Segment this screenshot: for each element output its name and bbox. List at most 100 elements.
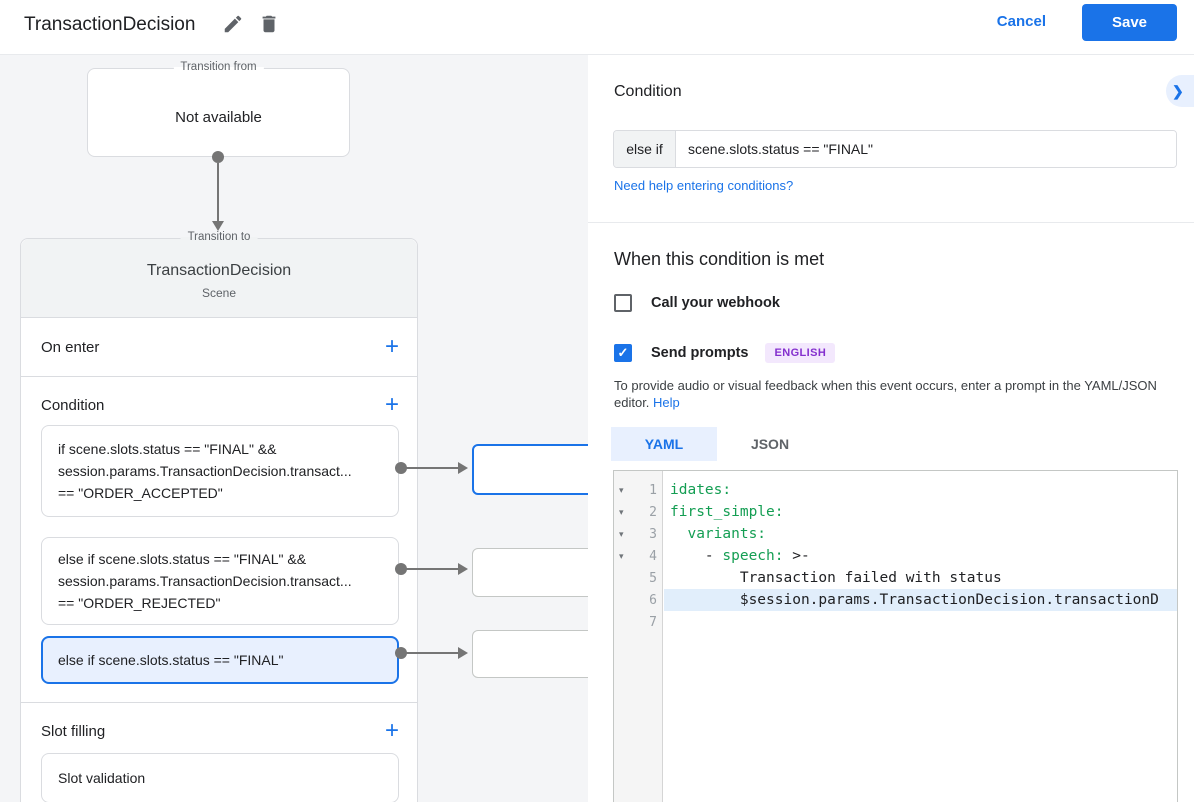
connector-line [401,568,458,570]
fold-icon[interactable]: ▾ [619,550,624,561]
scene-name: TransactionDecision [146,262,292,279]
slot-validation-card[interactable]: Slot validation [41,753,399,802]
when-condition-met-title: When this condition is met [614,249,825,269]
on-enter-section: On enter + [21,318,417,377]
arrow-right-icon [458,563,468,575]
add-condition-button[interactable]: + [384,391,399,418]
connector-line [217,163,219,221]
save-button[interactable]: Save [1082,4,1177,41]
editor-line-highlighted: 6 $session.params.TransactionDecision.tr… [614,589,1177,611]
line-number: 5 [649,570,657,586]
arrow-down-icon [212,221,224,231]
page-title: TransactionDecision [24,14,196,35]
condition-line: session.params.TransactionDecision.trans… [58,463,352,479]
tab-yaml[interactable]: YAML [611,427,717,461]
condition-line: == "ORDER_ACCEPTED" [58,485,223,501]
line-number: 2 [649,504,657,520]
arrow-right-icon [458,647,468,659]
trash-icon [258,15,280,39]
code-line: Transaction failed with status [670,570,1002,586]
condition-line: session.params.TransactionDecision.trans… [58,573,352,589]
transition-target-box-active[interactable] [472,444,588,495]
condition-card-final-selected[interactable]: else if scene.slots.status == "FINAL" [41,636,399,684]
line-number: 6 [649,592,657,608]
code-line: idates: [670,482,732,498]
editor-line: 5 Transaction failed with status [614,567,1177,589]
condition-line: else if scene.slots.status == "FINAL" [58,652,284,668]
transition-target-box[interactable] [472,548,588,597]
slot-validation-label: Slot validation [58,770,146,786]
call-webhook-label: Call your webhook [651,295,780,311]
condition-section-label: Condition [41,396,105,414]
connector-dot [395,647,407,659]
slot-filling-label: Slot filling [41,722,106,740]
code-line [664,611,1177,633]
transition-from-box: Transition from Not available [87,61,350,157]
prompt-hint-text: To provide audio or visual feedback when… [614,378,1157,410]
line-number: 1 [649,482,657,498]
delete-scene-button[interactable] [258,13,280,35]
condition-line: == "ORDER_REJECTED" [58,595,221,611]
condition-input-group: else if [613,130,1177,168]
fold-icon[interactable]: ▾ [619,484,624,495]
connector-dot [395,462,407,474]
transition-to-card: Transition to TransactionDecision Scene … [20,231,418,802]
chevron-right-icon: ❯ [1172,82,1184,99]
add-on-enter-button[interactable]: + [384,333,399,360]
condition-line: if scene.slots.status == "FINAL" && [58,441,277,457]
line-number: 3 [649,526,657,542]
connector-line [401,652,458,654]
editor-lines: ▾ 1 idates: ▾ 2 first_simple: ▾ 3 varian… [614,479,1177,633]
panel-title: Condition [614,83,682,100]
line-number: 7 [649,614,657,630]
condition-line: else if scene.slots.status == "FINAL" && [58,551,307,567]
yaml-code-editor[interactable]: ▾ 1 idates: ▾ 2 first_simple: ▾ 3 varian… [613,470,1178,802]
editor-gutter [614,471,663,802]
transition-target-box[interactable] [472,630,588,678]
transition-from-label: Transition from [173,61,264,73]
condition-expression-input[interactable] [676,131,1176,167]
divider [588,222,1194,223]
collapse-panel-button[interactable]: ❯ [1166,75,1194,107]
pencil-icon [222,15,244,39]
help-link[interactable]: Help [653,395,680,410]
editor-line: ▾ 1 idates: [614,479,1177,501]
send-prompts-row: ✓ Send prompts ENGLISH [614,343,836,363]
on-enter-label: On enter [41,338,100,356]
language-badge: ENGLISH [765,343,836,363]
scene-card-header: TransactionDecision Scene [21,239,417,318]
condition-card-accepted[interactable]: if scene.slots.status == "FINAL" && sess… [41,425,399,517]
code-line: first_simple: [670,504,784,520]
arrow-right-icon [458,462,468,474]
line-number: 4 [649,548,657,564]
fold-icon[interactable]: ▾ [619,528,624,539]
condition-prefix: else if [614,131,676,167]
fold-icon[interactable]: ▾ [619,506,624,517]
send-prompts-checkbox[interactable]: ✓ [614,344,632,362]
editor-line: ▾ 3 variants: [614,523,1177,545]
call-webhook-checkbox[interactable] [614,294,632,312]
edit-scene-button[interactable] [222,13,244,35]
cancel-button[interactable]: Cancel [996,13,1046,30]
condition-detail-panel: Condition ❯ else if Need help entering c… [588,55,1194,802]
connector-dot [395,563,407,575]
add-slot-button[interactable]: + [384,717,399,744]
condition-section: Condition + if scene.slots.status == "FI… [21,377,417,703]
editor-line: ▾ 4 - speech: >- [614,545,1177,567]
editor-line: ▾ 2 first_simple: [614,501,1177,523]
send-prompts-label: Send prompts [651,345,749,361]
top-bar: TransactionDecision Cancel Save [0,0,1194,55]
check-icon: ✓ [617,345,629,360]
editor-line: 7 [614,611,1177,633]
connector-dot [212,151,224,163]
prompt-hint: To provide audio or visual feedback when… [614,377,1174,411]
condition-card-rejected[interactable]: else if scene.slots.status == "FINAL" &&… [41,537,399,625]
tab-json[interactable]: JSON [750,436,790,452]
slot-filling-section: Slot filling + Slot validation [21,703,417,802]
editor-tabs: YAML JSON [611,427,823,461]
condition-help-link[interactable]: Need help entering conditions? [614,178,794,193]
flow-canvas: Transition from Not available Transition… [0,55,588,802]
transition-to-label: Transition to [180,231,258,243]
connector-line [401,467,458,469]
